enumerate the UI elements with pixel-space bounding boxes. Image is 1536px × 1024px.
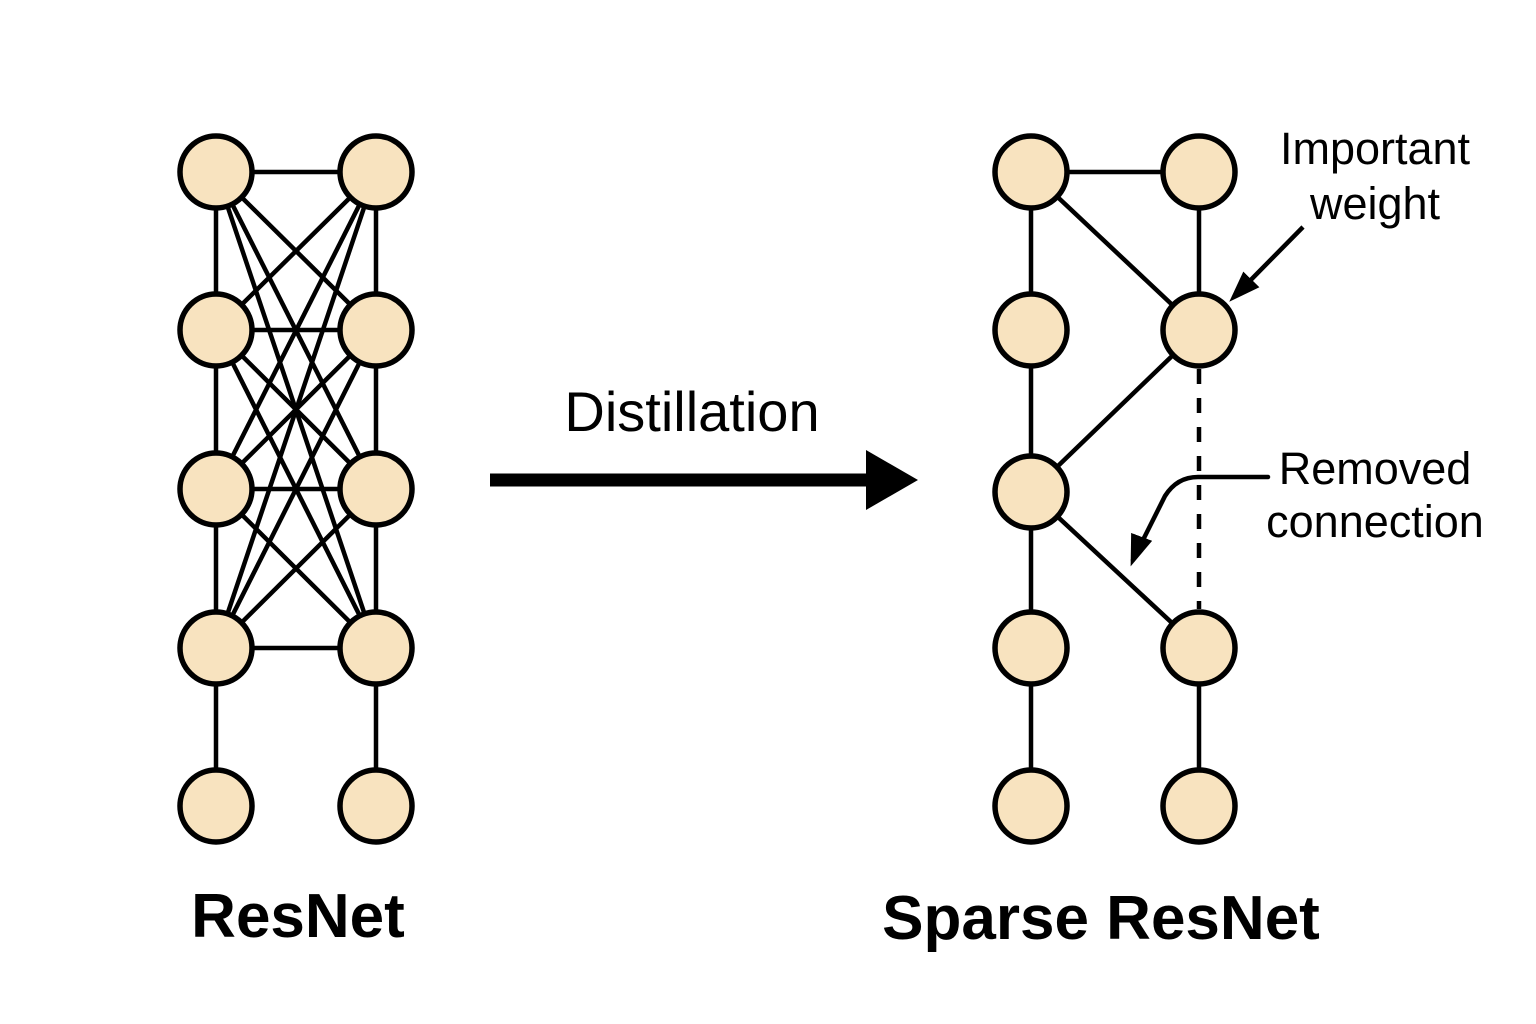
- edge-L4-R1: [213, 171, 379, 649]
- node-R5: [1160, 767, 1238, 845]
- node-L4: [177, 609, 255, 687]
- node-R3: [337, 450, 415, 528]
- node-R2: [1160, 291, 1238, 369]
- distillation-arrow-head: [866, 450, 918, 510]
- removed-connection-label-line1: Removed: [1279, 443, 1472, 494]
- node-R1: [1160, 133, 1238, 211]
- node-R1: [337, 133, 415, 211]
- sparse-resnet-network: [992, 133, 1238, 845]
- node-L1: [177, 133, 255, 211]
- edge-R2-L3: [1029, 328, 1201, 494]
- removed-connection-arrow: [1130, 474, 1271, 567]
- node-L2: [177, 291, 255, 369]
- node-L4: [992, 609, 1070, 687]
- resnet-label: ResNet: [191, 882, 405, 951]
- node-L3: [992, 453, 1070, 531]
- edge-L3-R1: [213, 170, 379, 491]
- sparse-resnet-label: Sparse ResNet: [882, 884, 1320, 953]
- distillation-label: Distillation: [564, 380, 819, 443]
- node-R4: [1160, 609, 1238, 687]
- node-L5: [177, 767, 255, 845]
- edge-L4-R2: [213, 328, 379, 650]
- important-weight-label-line2: weight: [1309, 178, 1441, 229]
- node-R5: [337, 767, 415, 845]
- annotation-arrows: [1130, 225, 1305, 567]
- node-L1: [992, 133, 1070, 211]
- node-L3: [177, 450, 255, 528]
- resnet-network: [177, 133, 415, 845]
- distillation-arrow: [490, 450, 918, 510]
- important-weight-arrow: [1229, 225, 1305, 302]
- important-weight-label-line1: Important: [1280, 123, 1471, 174]
- node-R2: [337, 291, 415, 369]
- node-L2: [992, 291, 1070, 369]
- removed-connection-label-line2: connection: [1266, 496, 1484, 547]
- node-L5: [992, 767, 1070, 845]
- node-R4: [337, 609, 415, 687]
